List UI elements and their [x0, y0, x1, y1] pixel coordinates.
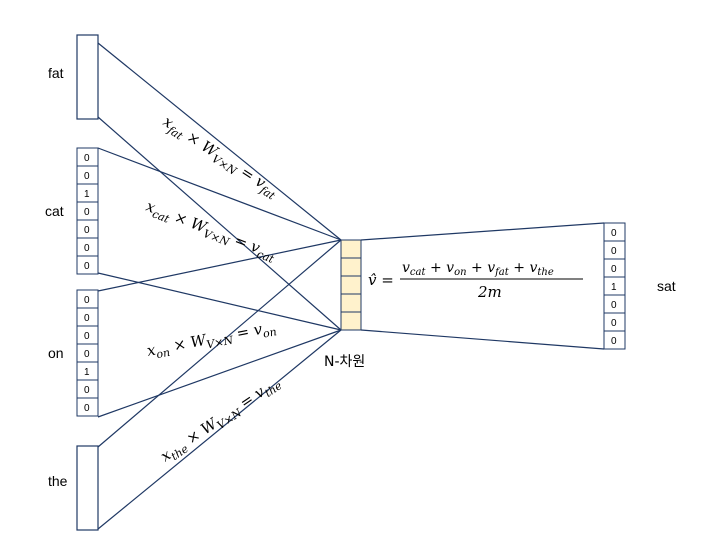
average-equation-lhs: v̂ =: [368, 271, 394, 289]
vector-cell: 0: [84, 243, 90, 254]
connection-output-bottom: [360, 329, 605, 350]
connection-the-top: [97, 239, 342, 448]
vector-cell: 1: [611, 282, 617, 293]
equation-the: xthe × WV×N = vthe: [157, 372, 285, 468]
vector-cell: 0: [84, 261, 90, 272]
average-equation-denominator: 2m: [477, 283, 502, 301]
output-connections: [360, 222, 605, 350]
vector-cell: 0: [611, 228, 617, 239]
connection-cat-bottom: [97, 272, 342, 331]
vector-cell: 0: [611, 318, 617, 329]
input-vector-fat: [76, 34, 99, 120]
vector-cell: 0: [84, 295, 90, 306]
vector-cell: 1: [84, 367, 90, 378]
vector-cell: 0: [84, 385, 90, 396]
vector-cell: 0: [84, 331, 90, 342]
vector-cell: 0: [611, 264, 617, 275]
input-vector-the: [76, 445, 99, 531]
connection-cat-top: [97, 147, 342, 241]
input-vector-on: 0 0 0 0 1 0 0: [76, 289, 99, 417]
vector-cell: 0: [84, 403, 90, 414]
vector-cell: 0: [84, 225, 90, 236]
connection-output-top: [360, 222, 605, 241]
equation-cat: xcat × WV×N = vcat: [142, 197, 279, 266]
equation-on: xon × WV×N = von: [145, 317, 277, 363]
connection-on-top: [97, 239, 342, 292]
input-word-the: the: [48, 473, 68, 489]
average-equation: v̂ = vcat + von + vfat + vthe 2m: [368, 260, 583, 301]
vector-cell: 0: [84, 349, 90, 360]
vector-cell: 0: [611, 246, 617, 257]
output-vector-sat: 0 0 0 1 0 0 0: [603, 222, 626, 350]
average-equation-numerator: vcat + von + vfat + vthe: [402, 260, 554, 278]
connection-fat-top: [97, 42, 342, 241]
vector-cell: 0: [84, 207, 90, 218]
input-word-fat: fat: [48, 65, 64, 81]
vector-cell: 0: [84, 153, 90, 164]
connection-on-bottom: [97, 329, 342, 418]
hidden-layer-label: N-차원: [324, 354, 365, 370]
connection-fat-bottom: [97, 116, 342, 331]
input-connections: [97, 42, 342, 530]
output-word-sat: sat: [657, 278, 676, 294]
vector-cell: 0: [611, 336, 617, 347]
vector-cell: 1: [84, 189, 90, 200]
input-word-on: on: [48, 345, 64, 361]
input-word-cat: cat: [45, 203, 64, 219]
hidden-layer: [340, 239, 362, 331]
vector-cell: 0: [84, 313, 90, 324]
input-vector-cat: 0 0 1 0 0 0 0: [76, 147, 99, 275]
equation-fat: xfat × WV×N = vfat: [158, 112, 282, 203]
vector-cell: 0: [84, 171, 90, 182]
vector-cell: 0: [611, 300, 617, 311]
connection-the-bottom: [97, 329, 342, 530]
